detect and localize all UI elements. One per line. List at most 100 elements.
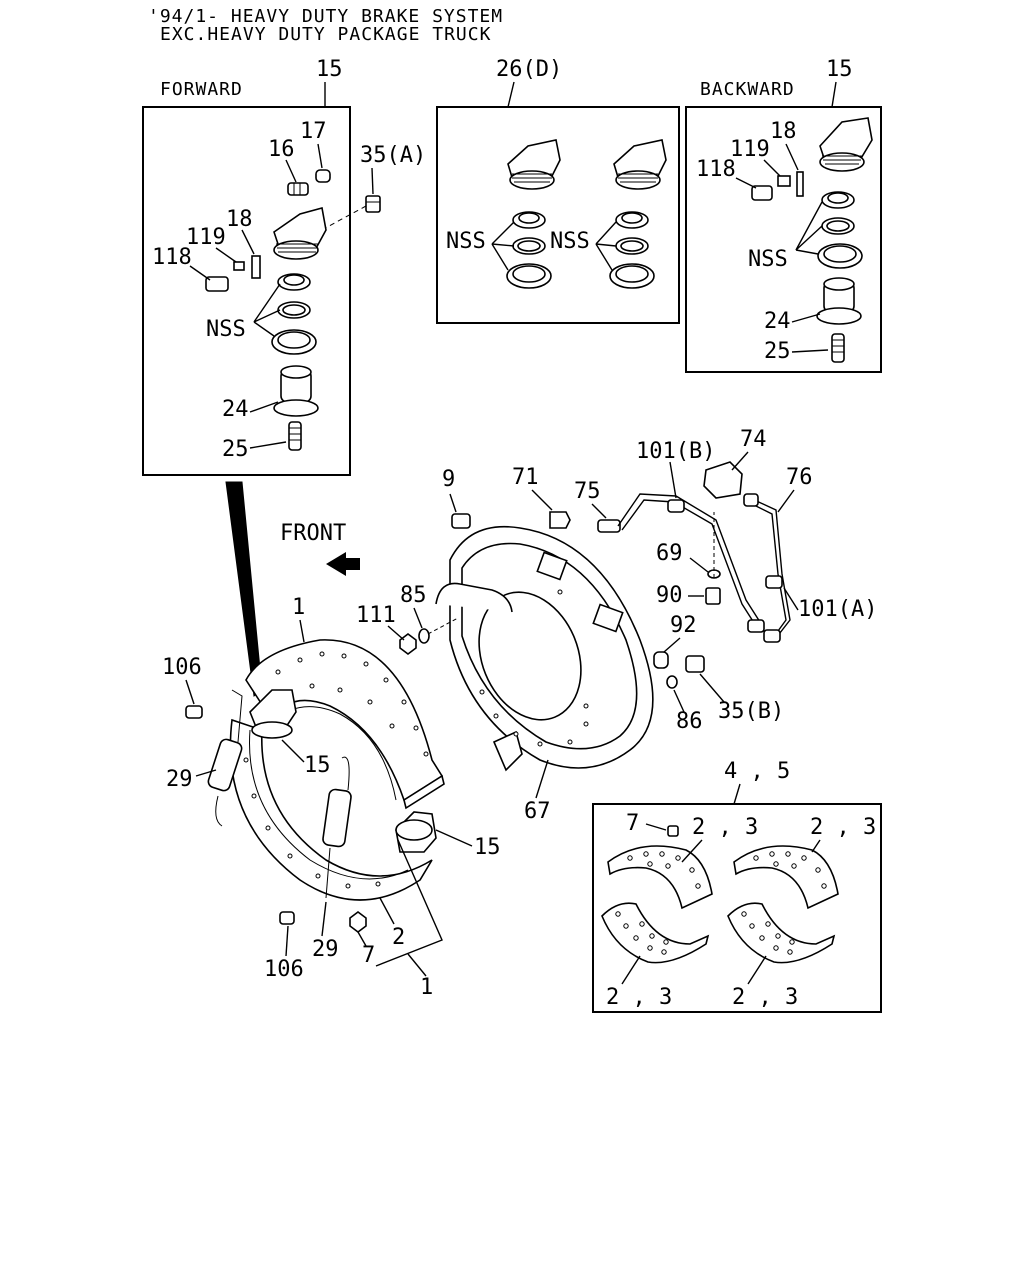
label-18-backward: 18 bbox=[770, 119, 797, 144]
lining-lower-right bbox=[727, 902, 836, 964]
backing-plate bbox=[435, 525, 654, 772]
seal-ring-3 bbox=[271, 329, 317, 355]
wheel-cylinder-d-right bbox=[613, 139, 667, 190]
nut-85 bbox=[418, 628, 430, 644]
brake-pipe-101b bbox=[617, 493, 765, 633]
label-1-bottom: 1 bbox=[420, 975, 433, 1000]
lining-lower-left bbox=[601, 902, 710, 964]
pin-106-top bbox=[185, 705, 203, 719]
screw-25 bbox=[288, 421, 302, 451]
label-nss-d-left: NSS bbox=[446, 229, 486, 254]
front-label: FRONT bbox=[280, 521, 346, 546]
label-nss-forward: NSS bbox=[206, 317, 246, 342]
label-29-left: 29 bbox=[166, 767, 193, 792]
wheel-cylinder-backward bbox=[819, 117, 873, 172]
label-15-low: 15 bbox=[474, 835, 501, 860]
adjuster-24 bbox=[273, 365, 319, 417]
bolt-7-bottom bbox=[349, 911, 367, 933]
label-69: 69 bbox=[656, 541, 683, 566]
label-nss-d-right: NSS bbox=[550, 229, 590, 254]
bolt-35b bbox=[685, 655, 705, 673]
washer-86 bbox=[666, 675, 678, 689]
label-76: 76 bbox=[786, 465, 813, 490]
pin-106-bottom bbox=[279, 911, 295, 925]
label-25-backward: 25 bbox=[764, 339, 791, 364]
forward-heading: FORWARD bbox=[160, 79, 243, 100]
label-9: 9 bbox=[442, 467, 455, 492]
brake-shoe-detail-box: 4 , 5 7 2 , 3 bbox=[592, 759, 882, 1013]
label-35b: 35(B) bbox=[718, 699, 784, 724]
seal-ring-2 bbox=[277, 301, 311, 319]
washer-119-backward bbox=[777, 175, 791, 187]
screw-25-backward bbox=[831, 333, 845, 363]
bolt-118 bbox=[205, 276, 229, 292]
label-nss-backward: NSS bbox=[748, 247, 788, 272]
fitting-71 bbox=[549, 511, 571, 529]
backward-detail-box: BACKWARD 15 18 119 118 NSS bbox=[685, 57, 882, 373]
label-119: 119 bbox=[186, 225, 226, 250]
label-23-c: 2 , 3 bbox=[606, 985, 672, 1010]
lining-upper-right bbox=[733, 845, 839, 910]
wheel-cylinder-d-left bbox=[507, 139, 561, 190]
bolt-16 bbox=[287, 182, 309, 196]
label-101a: 101(A) bbox=[798, 597, 877, 622]
bolt-9 bbox=[451, 513, 471, 529]
label-15-mid: 15 bbox=[304, 753, 331, 778]
label-7-shoe: 7 bbox=[626, 811, 639, 836]
label-35a: 35(A) bbox=[360, 143, 426, 168]
label-17: 17 bbox=[300, 119, 327, 144]
tee-74 bbox=[703, 461, 743, 499]
label-67: 67 bbox=[524, 799, 551, 824]
bolt-118-backward bbox=[751, 185, 773, 201]
label-75: 75 bbox=[574, 479, 601, 504]
label-90: 90 bbox=[656, 583, 683, 608]
label-101b: 101(B) bbox=[636, 439, 715, 464]
forward-ref-label: 15 bbox=[316, 57, 343, 82]
front-arrow-icon bbox=[326, 552, 360, 576]
connector-75 bbox=[597, 519, 621, 533]
forward-box-leader bbox=[225, 481, 263, 697]
label-74: 74 bbox=[740, 427, 767, 452]
label-24-backward: 24 bbox=[764, 309, 791, 334]
lining-upper-left bbox=[607, 845, 713, 910]
label-106-top: 106 bbox=[162, 655, 202, 680]
label-25-forward: 25 bbox=[222, 437, 249, 462]
bolt-7-shoe bbox=[667, 825, 679, 837]
plate-18 bbox=[251, 255, 261, 279]
cap-17 bbox=[315, 169, 331, 183]
washer-119 bbox=[233, 261, 245, 271]
cap-92 bbox=[653, 651, 669, 669]
nut-111 bbox=[399, 633, 417, 655]
brake-pipe-76 bbox=[743, 493, 791, 643]
bolt-35a bbox=[365, 195, 381, 213]
label-4-5: 4 , 5 bbox=[724, 759, 790, 784]
label-92: 92 bbox=[670, 613, 697, 638]
label-23-a: 2 , 3 bbox=[692, 815, 758, 840]
label-71: 71 bbox=[512, 465, 539, 490]
diagram-title-line2: EXC.HEAVY DUTY PACKAGE TRUCK bbox=[160, 24, 491, 45]
diagram-title-line1: '94/1- HEAVY DUTY BRAKE SYSTEM bbox=[148, 6, 503, 27]
label-1-top: 1 bbox=[292, 595, 305, 620]
label-23-d: 2 , 3 bbox=[732, 985, 798, 1010]
brake-shoe-assembly bbox=[207, 639, 445, 901]
plate-18-backward bbox=[796, 171, 804, 197]
label-119-backward: 119 bbox=[730, 137, 770, 162]
detail-box-26d: 26(D) NSS bbox=[436, 57, 680, 324]
adjuster-24-backward bbox=[816, 277, 862, 325]
label-29-bottom: 29 bbox=[312, 937, 339, 962]
label-18: 18 bbox=[226, 207, 253, 232]
label-111: 111 bbox=[356, 603, 396, 628]
label-7-bottom: 7 bbox=[362, 943, 375, 968]
label-118: 118 bbox=[152, 245, 192, 270]
seal-ring-1 bbox=[277, 273, 311, 291]
label-23-b: 2 , 3 bbox=[810, 815, 876, 840]
label-2-bottom: 2 bbox=[392, 925, 405, 950]
label-118-backward: 118 bbox=[696, 157, 736, 182]
label-16: 16 bbox=[268, 137, 295, 162]
label-26d: 26(D) bbox=[496, 57, 562, 82]
label-86: 86 bbox=[676, 709, 703, 734]
backward-heading: BACKWARD bbox=[700, 79, 795, 100]
wheel-cylinder-forward bbox=[273, 206, 327, 260]
forward-detail-box: FORWARD 15 16 17 35(A) bbox=[142, 57, 426, 476]
